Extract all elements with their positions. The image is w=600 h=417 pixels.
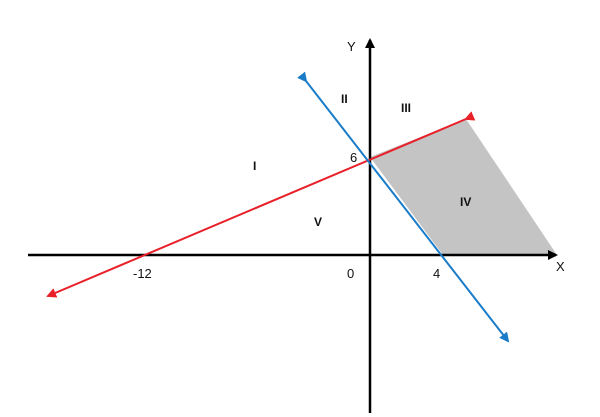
region-label-i: I: [253, 159, 256, 173]
tick-label-6: 6: [350, 150, 357, 165]
blue-line: [297, 71, 510, 343]
region-label-v: V: [314, 215, 322, 229]
tick-label-neg12: -12: [133, 266, 152, 281]
x-axis-label: X: [556, 259, 565, 274]
region-label-iii: III: [401, 101, 411, 115]
shaded-region-iv: [370, 119, 557, 255]
origin-label: 0: [347, 266, 354, 281]
y-axis-label: Y: [347, 39, 356, 54]
region-label-ii: II: [341, 92, 348, 106]
tick-label-4: 4: [433, 266, 440, 281]
region-label-iv: IV: [460, 195, 471, 209]
